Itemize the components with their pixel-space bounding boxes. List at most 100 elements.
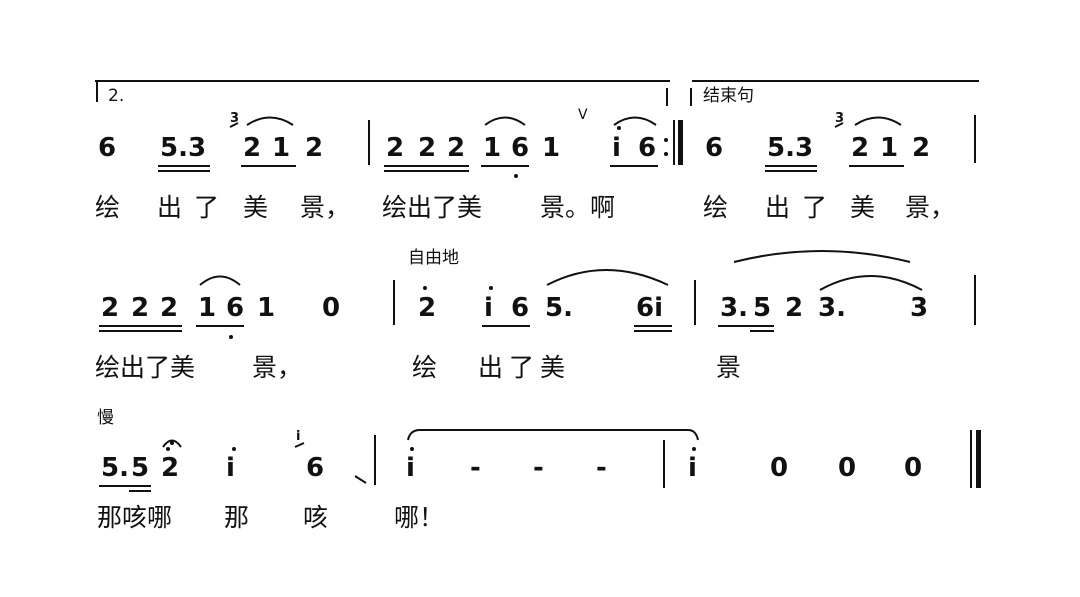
note: 6i xyxy=(636,293,664,323)
grace-tick xyxy=(229,122,239,128)
note: 3 xyxy=(910,293,929,323)
underline xyxy=(634,325,672,327)
lyric: 哪！ xyxy=(394,503,445,532)
lyric: 景， xyxy=(300,193,351,222)
note: i xyxy=(406,453,415,483)
note: 3. xyxy=(818,293,846,323)
tempo-man-label: 慢 xyxy=(97,408,114,428)
underline xyxy=(750,330,774,332)
coda-line-top xyxy=(692,80,979,82)
note: 1 xyxy=(542,133,561,163)
high-octave-dot xyxy=(489,286,493,290)
note: 6 xyxy=(306,453,325,483)
note: i xyxy=(484,293,493,323)
note: 6 xyxy=(98,133,117,163)
underline xyxy=(384,165,469,167)
underline xyxy=(99,325,182,327)
lyric: 出了美 xyxy=(478,353,572,382)
note: 5. xyxy=(101,453,129,483)
note: 0 xyxy=(838,453,857,483)
underline xyxy=(482,325,530,327)
underline xyxy=(849,165,904,167)
high-octave-dot xyxy=(166,447,170,451)
lyric: 绘出了美 xyxy=(95,353,196,382)
low-octave-dot xyxy=(514,174,518,178)
repeat-barline xyxy=(673,120,675,165)
high-octave-dot xyxy=(617,126,621,130)
note: 1 xyxy=(272,133,291,163)
note: 1 xyxy=(880,133,899,163)
slur xyxy=(819,275,923,291)
coda-label: 结束句 xyxy=(703,86,754,106)
repeat-dot xyxy=(664,138,668,142)
slur xyxy=(484,116,526,126)
note: 2 xyxy=(161,453,180,483)
note: 6 xyxy=(226,293,245,323)
note: 5 xyxy=(753,293,772,323)
note: 5 xyxy=(131,453,150,483)
note: 2 xyxy=(305,133,324,163)
note: - xyxy=(470,453,481,483)
slur xyxy=(546,269,669,286)
barline xyxy=(663,440,665,488)
lyric: 出了 xyxy=(157,193,232,222)
fermata-icon xyxy=(162,439,182,448)
grace-tick xyxy=(834,122,844,128)
final-barline-thin xyxy=(970,430,972,488)
lyric: 那咳哪 xyxy=(97,503,173,532)
note: 0 xyxy=(904,453,923,483)
high-octave-dot xyxy=(423,286,427,290)
grace-note: 3 xyxy=(230,111,240,126)
repeat-dot xyxy=(664,152,668,156)
underline xyxy=(765,170,817,172)
glide-mark xyxy=(354,475,367,484)
barline xyxy=(974,275,976,325)
lyric: 绘 xyxy=(95,193,121,222)
lyric: 美 xyxy=(850,193,876,222)
note: 6 xyxy=(705,133,724,163)
barline xyxy=(368,120,370,165)
high-octave-dot xyxy=(410,447,414,451)
underline xyxy=(158,170,210,172)
grace-note: i xyxy=(296,429,301,444)
volta-line-top xyxy=(95,80,670,82)
coda-left-bar xyxy=(690,88,692,106)
lyric: 出了 xyxy=(765,193,840,222)
breath-mark: V xyxy=(578,107,588,123)
note: - xyxy=(533,453,544,483)
low-octave-dot xyxy=(229,335,233,339)
note: 2 xyxy=(243,133,262,163)
barline xyxy=(393,280,395,325)
underline xyxy=(384,170,469,172)
lyric: 绘 xyxy=(703,193,729,222)
note: 2 xyxy=(418,293,437,323)
note: i xyxy=(612,133,621,163)
lyric: 美 xyxy=(243,193,269,222)
note: 2 xyxy=(101,293,120,323)
final-barline-thick xyxy=(976,430,981,488)
slur xyxy=(199,275,241,286)
note: 5. xyxy=(545,293,573,323)
lyric: 景， xyxy=(252,353,303,382)
note: 2 xyxy=(131,293,150,323)
barline xyxy=(694,280,696,325)
note: i xyxy=(226,453,235,483)
note: 0 xyxy=(770,453,789,483)
underline xyxy=(765,165,817,167)
underline xyxy=(241,165,296,167)
note: 2 xyxy=(785,293,804,323)
lyric: 绘出了美 xyxy=(382,193,483,222)
barline xyxy=(374,435,376,485)
underline xyxy=(129,490,151,492)
lyric: 咳 xyxy=(303,503,329,532)
high-octave-dot xyxy=(232,447,236,451)
underline xyxy=(634,330,672,332)
fermata-dot xyxy=(170,441,174,445)
note: 0 xyxy=(322,293,341,323)
high-octave-dot xyxy=(692,447,696,451)
lyric: 绘 xyxy=(412,353,438,382)
volta-right-bar xyxy=(666,88,668,106)
note: 1 xyxy=(257,293,276,323)
note: 3. xyxy=(720,293,748,323)
